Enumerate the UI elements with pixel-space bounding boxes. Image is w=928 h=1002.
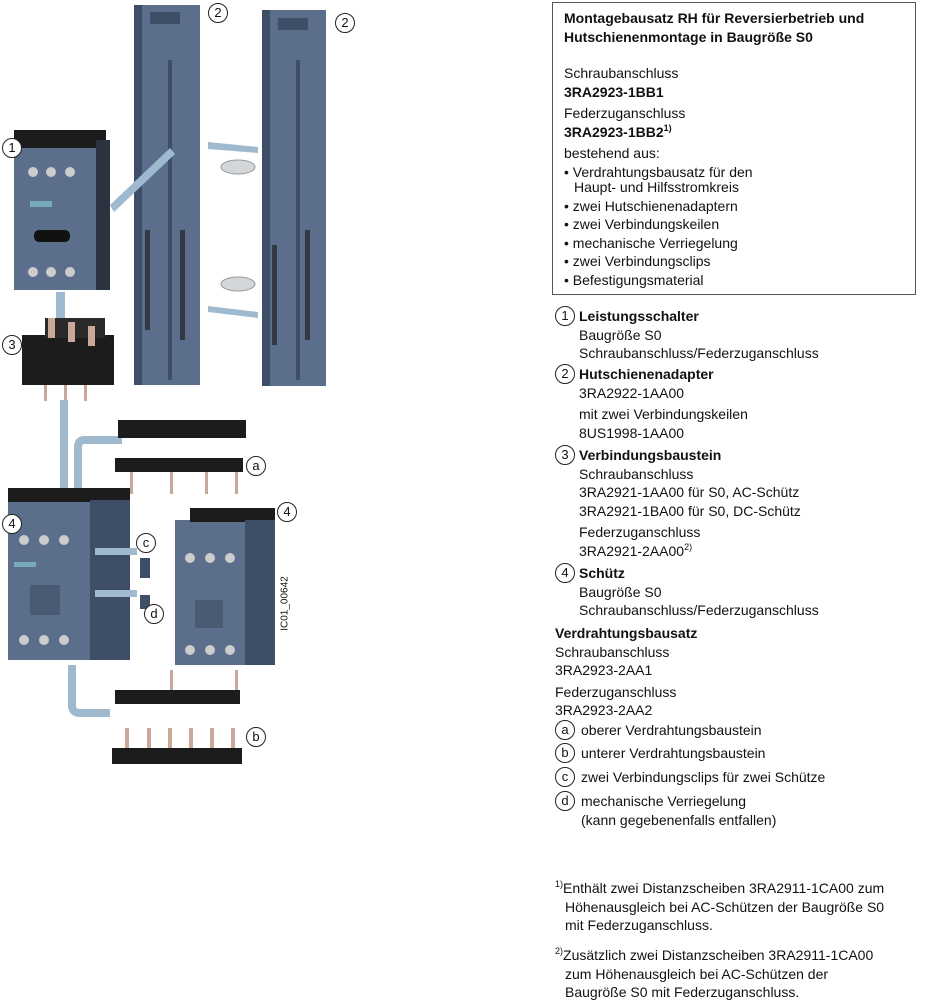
wiring-marker-b: b bbox=[555, 743, 575, 763]
legend-item-1: Leistungsschalter Baugröße S0 Schraubans… bbox=[579, 307, 819, 363]
kit-description-box bbox=[552, 2, 916, 295]
callout-c: c bbox=[136, 533, 156, 553]
wiring-item-b: unterer Verdrahtungsbaustein bbox=[581, 745, 766, 761]
legend-line: 8US1998-1AA00 bbox=[579, 424, 685, 441]
wiring-marker-d: d bbox=[555, 791, 575, 811]
legend-line: Baugröße S0 bbox=[579, 583, 662, 600]
legend-marker-3: 3 bbox=[555, 445, 575, 465]
kit-item: • Befestigungsmaterial bbox=[564, 271, 704, 288]
footnote-line: Baugröße S0 mit Federzuganschluss. bbox=[565, 984, 800, 1000]
legend-marker-2: 2 bbox=[555, 364, 575, 384]
wiring-item-a: oberer Verdrahtungsbaustein bbox=[581, 722, 762, 738]
consisting-label: bestehend aus: bbox=[564, 145, 660, 161]
wiring-item-d: mechanische Verriegelung (kann gegebenen… bbox=[581, 792, 776, 829]
wiring-spring-label: Federzuganschluss bbox=[555, 683, 677, 700]
callout-a: a bbox=[246, 456, 266, 476]
footnote-mark: 1) bbox=[555, 879, 564, 889]
legend-title: Verbindungsbaustein bbox=[579, 447, 722, 463]
legend-marker-4: 4 bbox=[555, 563, 575, 583]
callout-2: 2 bbox=[208, 3, 228, 23]
legend-line: Baugröße S0 bbox=[579, 326, 662, 343]
footnote-ref: 1) bbox=[663, 122, 672, 133]
legend-line: Federzuganschluss bbox=[579, 524, 701, 540]
kit-title: Montagebausatz RH für Reversierbetrieb u… bbox=[564, 9, 864, 46]
footnote-line: zum Höhenausgleich bei AC-Schützen der bbox=[565, 965, 829, 982]
legend-line: 3RA2922-1AA00 bbox=[579, 384, 685, 401]
upper-wiring-block bbox=[115, 420, 246, 494]
legend-title: Leistungsschalter bbox=[579, 308, 699, 324]
contactor-left bbox=[8, 488, 130, 660]
legend-title: Schütz bbox=[579, 565, 625, 581]
wiring-item-c: zwei Verbindungsclips für zwei Schütze bbox=[581, 769, 826, 785]
footnote-ref: 2) bbox=[684, 541, 693, 552]
clip bbox=[220, 276, 256, 292]
wiring-title: Verdrahtungsbausatz bbox=[555, 625, 698, 641]
wiring-item-note: (kann gegebenenfalls entfallen) bbox=[581, 811, 777, 828]
connecting-wedge bbox=[208, 306, 258, 318]
legend-item-3: Verbindungsbaustein Schraubanschluss 3RA… bbox=[579, 446, 801, 560]
kit-item: Haupt- und Hilfsstromkreis bbox=[574, 179, 739, 195]
footnote-mark: 2) bbox=[555, 946, 564, 956]
wiring-item-text: mechanische Verriegelung bbox=[581, 793, 746, 809]
contactor-right bbox=[175, 508, 275, 665]
footnote-2: 2)Zusätzlich zwei Distanzscheiben 3RA291… bbox=[555, 946, 873, 1002]
legend-line: 3RA2921-2AA00 bbox=[579, 542, 685, 559]
din-rail-adapter-left bbox=[134, 5, 200, 385]
wiring-screw-label: Schraubanschluss bbox=[555, 643, 670, 660]
legend-line: mit zwei Verbindungskeilen bbox=[579, 406, 748, 422]
wiring-kit: Verdrahtungsbausatz Schraubanschluss 3RA… bbox=[555, 624, 697, 720]
kit-codes: Schraubanschluss 3RA2923-1BB1 Federzugan… bbox=[564, 64, 753, 289]
title-line: Hutschienenmontage in Baugröße S0 bbox=[564, 28, 813, 45]
legend-line: 3RA2921-1BA00 für S0, DC-Schütz bbox=[579, 502, 801, 519]
kit-item: • Verdrahtungsbausatz für den bbox=[564, 163, 753, 180]
legend-item-4: Schütz Baugröße S0 Schraubanschluss/Fede… bbox=[579, 564, 819, 620]
connecting-wedge bbox=[208, 142, 258, 153]
legend-line: 3RA2921-1AA00 für S0, AC-Schütz bbox=[579, 484, 800, 500]
legend-item-2: Hutschienenadapter 3RA2922-1AA00 mit zwe… bbox=[579, 365, 748, 442]
connection-block bbox=[22, 318, 114, 401]
legend-title: Hutschienenadapter bbox=[579, 366, 714, 382]
callout-d: d bbox=[144, 604, 164, 624]
circuit-breaker bbox=[14, 130, 110, 290]
callout-1: 1 bbox=[2, 138, 22, 158]
callout-4: 4 bbox=[277, 502, 297, 522]
wiring-screw-code: 3RA2923-2AA1 bbox=[555, 662, 653, 678]
wiring-marker-a: a bbox=[555, 720, 575, 740]
footnote-line: Enthält zwei Distanzscheiben 3RA2911-1CA… bbox=[563, 880, 885, 896]
clip bbox=[220, 159, 256, 175]
kit-item: • mechanische Verriegelung bbox=[564, 234, 738, 251]
wiring-marker-c: c bbox=[555, 767, 575, 787]
footnote-line: Höhenausgleich bei AC-Schützen der Baugr… bbox=[565, 898, 885, 915]
callout-2: 2 bbox=[335, 13, 355, 33]
kit-item: • zwei Hutschienenadaptern bbox=[564, 197, 738, 214]
legend-line: Schraubanschluss bbox=[579, 465, 694, 482]
drawing-id: IC01_00642 bbox=[279, 576, 291, 631]
screw-code: 3RA2923-1BB1 bbox=[564, 83, 664, 100]
footnote-1: 1)Enthält zwei Distanzscheiben 3RA2911-1… bbox=[555, 879, 884, 935]
footnote-line: mit Federzuganschluss. bbox=[565, 917, 713, 933]
legend-line: Schraubanschluss/Federzuganschluss bbox=[579, 602, 819, 618]
kit-item: • zwei Verbindungskeilen bbox=[564, 216, 720, 232]
connecting-wedge bbox=[110, 148, 175, 212]
callout-3: 3 bbox=[2, 335, 22, 355]
callout-b: b bbox=[246, 727, 266, 747]
lower-wiring-block bbox=[112, 670, 242, 764]
spring-label: Federzuganschluss bbox=[564, 105, 686, 121]
din-rail-adapter-right bbox=[262, 10, 326, 386]
exploded-assembly-illustration bbox=[8, 5, 326, 764]
spring-code: 3RA2923-1BB2 bbox=[564, 123, 664, 140]
wiring-spring-code: 3RA2923-2AA2 bbox=[555, 702, 653, 718]
legend-marker-1: 1 bbox=[555, 306, 575, 326]
footnote-line: Zusätzlich zwei Distanzscheiben 3RA2911-… bbox=[563, 947, 874, 963]
legend-line: Schraubanschluss/Federzuganschluss bbox=[579, 345, 819, 361]
kit-item: • zwei Verbindungsclips bbox=[564, 253, 711, 269]
callout-4: 4 bbox=[2, 514, 22, 534]
screw-label: Schraubanschluss bbox=[564, 65, 679, 81]
title-line: Montagebausatz RH für Reversierbetrieb u… bbox=[564, 10, 865, 26]
